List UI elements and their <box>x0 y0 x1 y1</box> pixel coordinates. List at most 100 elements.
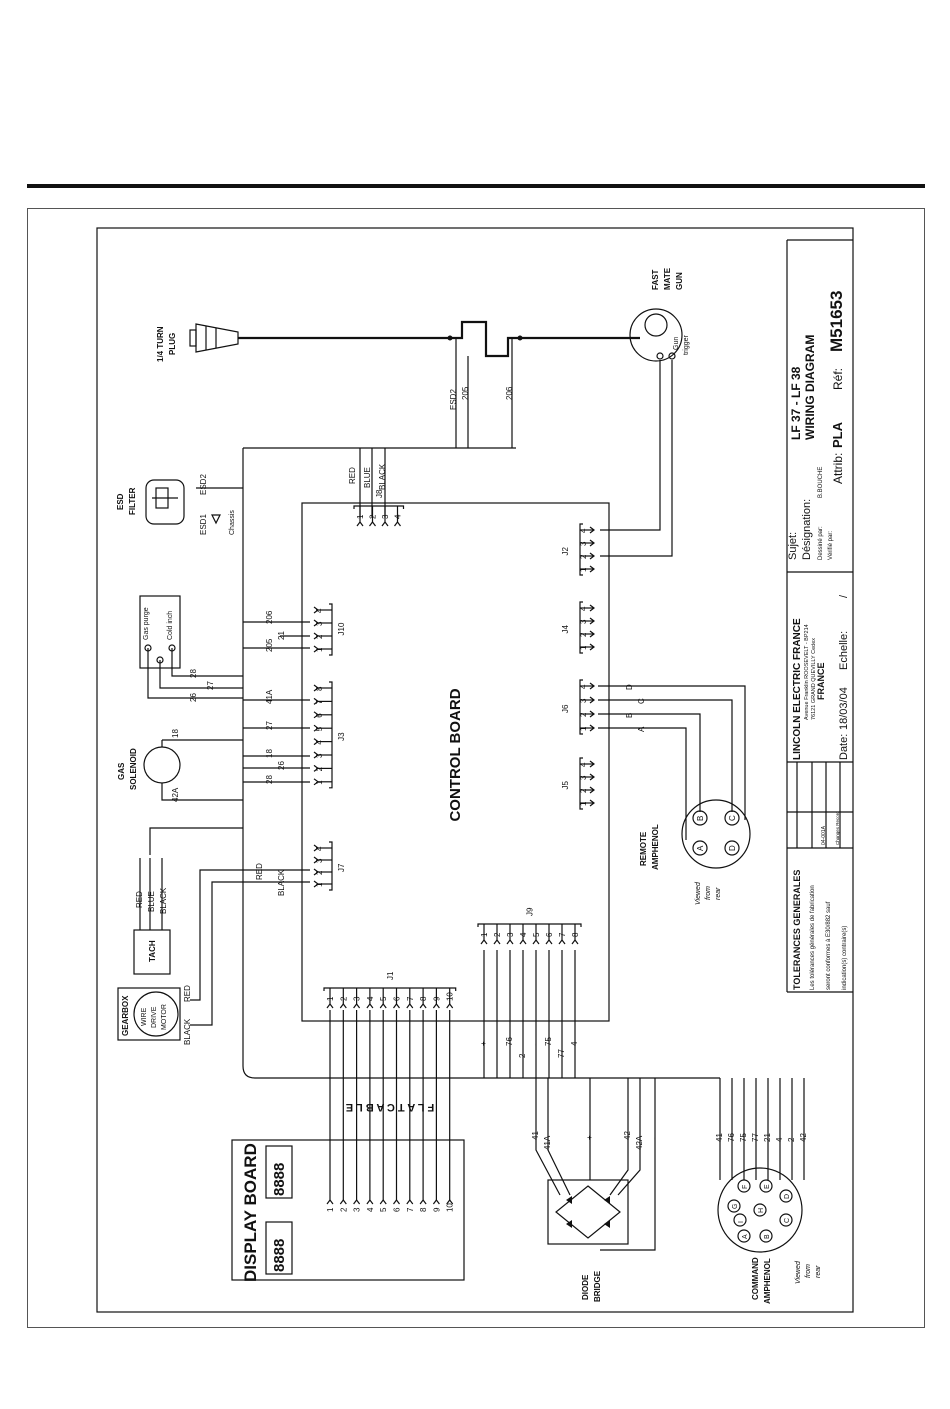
dessine-name: B.BOUCHE <box>818 467 824 498</box>
connector-j1-pin-5: 5 <box>379 996 388 1001</box>
connector-j6-pin-4: 4 <box>579 684 588 689</box>
command-pin-label-h: H <box>758 1208 765 1213</box>
connector-j3-pin-8: 8 <box>315 686 324 691</box>
motor-symbol <box>133 991 179 1037</box>
connector-j1-pin-7: 7 <box>406 996 415 1001</box>
connector-j1-label: J1 <box>386 971 395 980</box>
remote-pin-b <box>692 810 708 826</box>
esd-filter-label-1: ESD <box>116 493 125 510</box>
display-digits-right <box>265 1145 293 1199</box>
connector-j1-pin-1: 1 <box>326 996 335 1001</box>
connector-j5-pin-4: 4 <box>579 762 588 767</box>
connector-j1-pin-10: 10 <box>446 992 455 1001</box>
display-pin-10: 10 <box>446 1203 455 1212</box>
command-viewed-3: rear <box>815 1265 822 1278</box>
connector-j9-pin-8: 8 <box>571 932 580 937</box>
j9-wire-2: 2 <box>518 1053 527 1058</box>
bridge-wire-minus: - <box>650 1137 659 1140</box>
connector-j1-pin-4: 4 <box>366 996 375 1001</box>
small-code: 04-001A <box>821 825 827 845</box>
connector-j3-pin-7: 7 <box>315 699 324 704</box>
connector-j10-pin-1: 1 <box>315 647 324 652</box>
command-amphenol-symbol <box>717 1167 803 1253</box>
connector-j6-pin-2: 2 <box>579 712 588 717</box>
control-board-label: CONTROL BOARD <box>447 688 464 821</box>
flat-cable-arrow <box>353 1199 361 1205</box>
connector-j7-pin-1: 1 <box>315 882 324 887</box>
flat-cable-arrow <box>406 1199 414 1205</box>
motor-label-2: DRIVE <box>151 1006 158 1028</box>
connector-j9-pin-5: 5 <box>532 932 541 937</box>
remote-pin-label-d: D <box>728 845 737 851</box>
title-block: Sujet: Désignation: Dessiné par: B.BOUCH… <box>786 239 853 993</box>
display-pin-5: 5 <box>379 1207 388 1212</box>
connector-j7-pin-4: 4 <box>315 846 324 851</box>
ref-value: M51653 <box>827 291 846 352</box>
connector-j8-pin-4: 4 <box>394 514 403 519</box>
connector-j9-pin-4: 4 <box>519 932 528 937</box>
connector-j2-pin-2: 2 <box>579 554 588 559</box>
display-digits-right-text: 8888 <box>271 1163 288 1196</box>
gas-solenoid-label-1: GAS <box>117 762 126 780</box>
plug-label-2: PLUG <box>168 333 177 355</box>
tolerances-line1: Les tolérances générales de fabrication <box>810 885 816 990</box>
plug-symbol <box>189 323 239 353</box>
flat-cable-arrow <box>339 1199 347 1205</box>
flat-cable-arrow <box>393 1199 400 1205</box>
command-wire-41: 41 <box>715 1133 724 1142</box>
wire-label-esd2-top: ESD2 <box>449 389 458 410</box>
esd-filter-symbol <box>145 479 185 525</box>
wire-label-black-motor: BLACK <box>183 1018 192 1045</box>
tach-label: TACH <box>148 940 157 962</box>
display-digits-left <box>265 1221 293 1275</box>
tolerances-line2: seront conformes à E30/882 sauf <box>826 901 832 990</box>
drawing-sheet <box>27 208 925 1328</box>
gun-symbol <box>629 308 683 362</box>
dessine-label: Dessiné par: <box>818 526 824 560</box>
connector-j9-label: J9 <box>526 907 535 916</box>
connector-j8-label: J8 <box>375 489 384 498</box>
j9-wire-plus: + <box>479 1041 488 1046</box>
cold-inch-label: Cold inch <box>167 611 174 640</box>
motor-label-3: MOTOR <box>161 1004 168 1030</box>
tolerances-line3: indication(s) contraire(s) <box>842 926 848 990</box>
wire-label-red-tach: RED <box>135 891 144 908</box>
connector-j4-pin-4: 4 <box>579 606 588 611</box>
command-pin-e <box>759 1179 773 1193</box>
company-name: LINCOLN ELECTRIC FRANCE <box>792 618 803 760</box>
command-pin-label-f: F <box>742 1185 749 1189</box>
connector-j7-pin-3: 3 <box>315 858 324 863</box>
connector-j3-pin-4: 4 <box>315 740 324 745</box>
connector-j9-pin-7: 7 <box>558 932 567 937</box>
bridge-wire-41a: 41A <box>543 1135 552 1150</box>
remote-pin-label-c: C <box>728 815 737 821</box>
display-pin-6: 6 <box>393 1207 402 1212</box>
echelle-value: / <box>838 594 850 598</box>
esd-filter-label-2: FILTER <box>128 487 137 515</box>
connector-j3-pin-1: 1 <box>315 780 324 785</box>
command-wire-2: 2 <box>787 1137 796 1142</box>
connector-j5-label: J5 <box>561 781 570 790</box>
wire-label-red-motor: RED <box>183 985 192 1002</box>
command-viewed-1: Viewed <box>795 1260 802 1284</box>
command-pin-a <box>737 1229 751 1243</box>
display-pin-8: 8 <box>419 1207 428 1212</box>
connector-j1-pin-9: 9 <box>432 996 441 1001</box>
j9-wire-75: 75 <box>544 1037 553 1046</box>
motor-label-1: WIRE <box>141 1007 148 1026</box>
flat-cable-arrow <box>432 1199 440 1205</box>
command-pin-label-c: C <box>784 1218 791 1223</box>
wire-label-41a-j3: 41A <box>265 689 274 704</box>
remote-pin-label-b: B <box>696 816 705 821</box>
gun-trigger-contact-1 <box>656 352 664 360</box>
display-pin-7: 7 <box>406 1207 415 1212</box>
connector-j3-pin-5: 5 <box>315 726 324 731</box>
command-amphenol-label-2: AMPHENOL <box>763 1258 772 1304</box>
gearbox-label: GEARBOX <box>121 995 130 1036</box>
date-label: Date: <box>838 734 850 760</box>
